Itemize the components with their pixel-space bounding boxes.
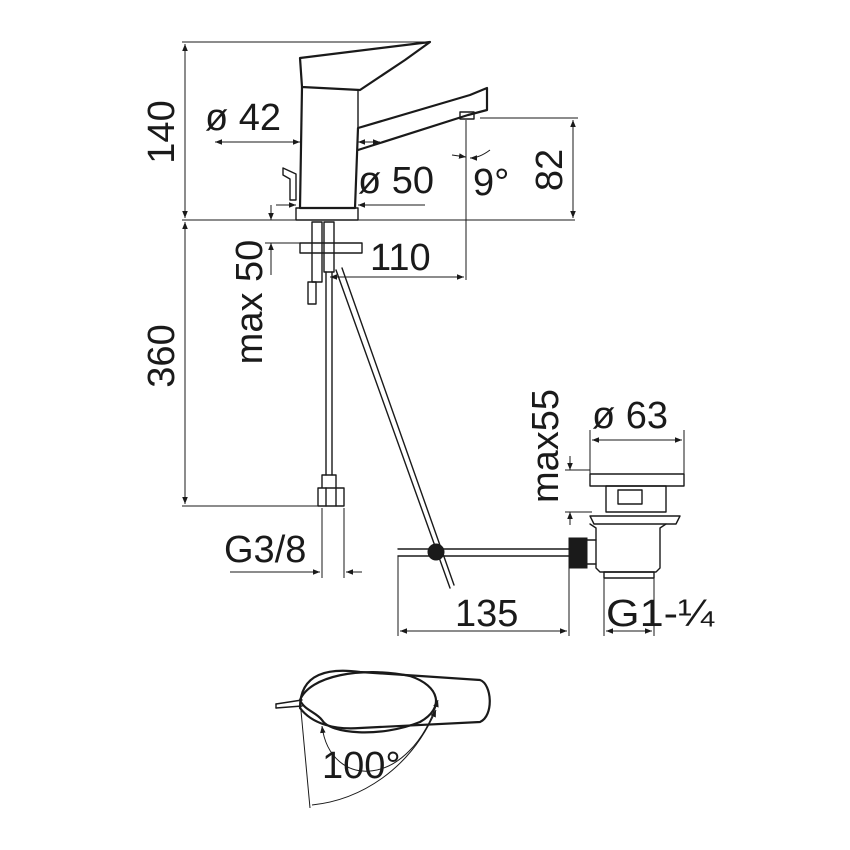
waste-tailpiece [603,571,655,579]
label-waste-thread: G1-¼ [606,593,715,635]
label-rod-length: 135 [455,593,518,635]
popup-knob [282,167,297,201]
pivot-nut [568,537,588,569]
label-hose-thread: G3/8 [224,529,306,571]
label-waste-max: max55 [525,389,567,503]
waste-flange [589,473,685,487]
hose-nut [317,474,345,507]
label-lever-rotation: 100° [322,745,401,787]
label-max-deck: max 50 [229,240,271,365]
pull-rod [335,269,451,589]
dimension-lines [182,41,685,636]
dimension-labels: 140 ø 42 ø 50 9° 82 max 50 110 360 G3/8 … [141,97,715,787]
waste-assembly [586,473,685,579]
label-lever-diameter: ø 42 [205,97,281,139]
label-waste-diameter: ø 63 [592,395,668,437]
label-tap-height: 140 [141,100,183,163]
faucet-top-view [275,669,491,809]
label-base-diameter: ø 50 [358,160,434,202]
label-spout-angle: 9° [473,162,509,204]
base-plate [295,207,359,221]
faucet-side-view [282,40,588,589]
label-hose-length: 360 [141,324,183,387]
rotation-arc [320,699,439,772]
fixing-plate [299,242,363,254]
lever-handle [298,40,432,92]
aerator [459,111,475,120]
pivot-ball [427,543,445,561]
label-spout-reach: 110 [370,237,431,279]
label-spout-height: 82 [529,149,571,191]
